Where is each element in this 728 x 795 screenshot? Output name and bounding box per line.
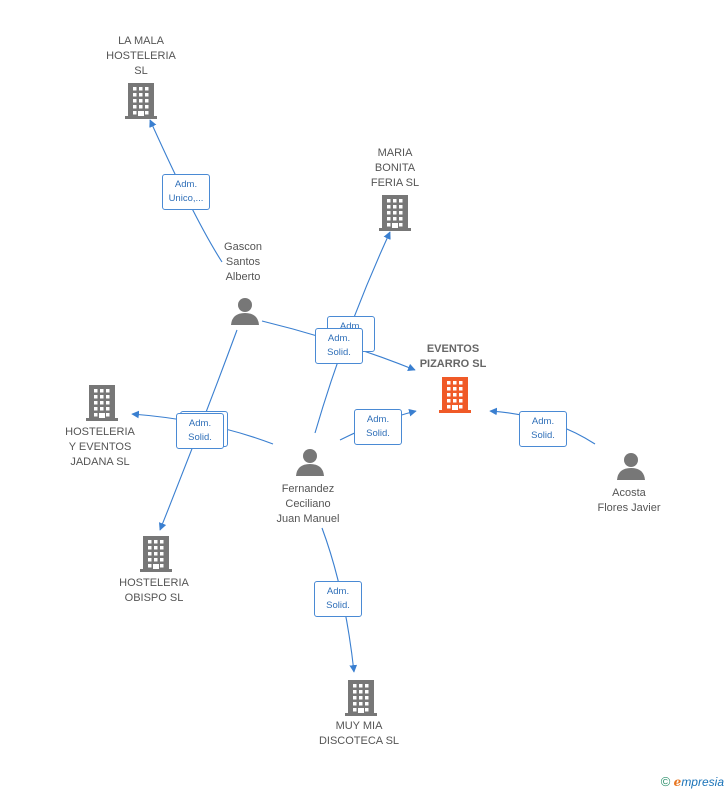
- building-icon[interactable]: [439, 377, 471, 418]
- brand-logo: © empresia: [660, 774, 724, 789]
- building-icon[interactable]: [140, 536, 172, 577]
- relation-label[interactable]: Adm. Solid.: [314, 581, 362, 617]
- person-icon[interactable]: [230, 297, 260, 330]
- person-label-fernandez[interactable]: Fernandez Ceciliano Juan Manuel: [276, 482, 340, 525]
- building-icon[interactable]: [379, 195, 411, 236]
- relation-label[interactable]: Adm. Solid.: [315, 328, 363, 364]
- company-label-la-mala[interactable]: LA MALA HOSTELERIA SL: [106, 34, 176, 77]
- person-icon[interactable]: [616, 452, 646, 485]
- building-icon[interactable]: [345, 680, 377, 721]
- relation-label[interactable]: Adm. Solid.: [176, 413, 224, 449]
- company-label-hosteleria-jadana[interactable]: HOSTELERIA Y EVENTOS JADANA SL: [65, 425, 135, 468]
- relation-label[interactable]: Adm. Solid.: [354, 409, 402, 445]
- building-icon[interactable]: [86, 385, 118, 426]
- company-label-maria-bonita[interactable]: MARIA BONITA FERIA SL: [370, 146, 420, 189]
- relation-label[interactable]: Adm. Unico,...: [162, 174, 210, 210]
- person-label-acosta[interactable]: Acosta Flores Javier: [597, 487, 661, 514]
- relation-label[interactable]: Adm. Solid.: [519, 411, 567, 447]
- company-label-hosteleria-obispo[interactable]: HOSTELERIA OBISPO SL: [119, 577, 189, 604]
- person-label-gascon[interactable]: Gascon Santos Alberto: [224, 240, 262, 283]
- building-icon[interactable]: [125, 83, 157, 124]
- company-label-muy-mia[interactable]: MUY MIA DISCOTECA SL: [318, 720, 400, 747]
- company-label-eventos-pizarro[interactable]: EVENTOS PIZARRO SL: [419, 343, 487, 370]
- person-icon[interactable]: [295, 448, 325, 481]
